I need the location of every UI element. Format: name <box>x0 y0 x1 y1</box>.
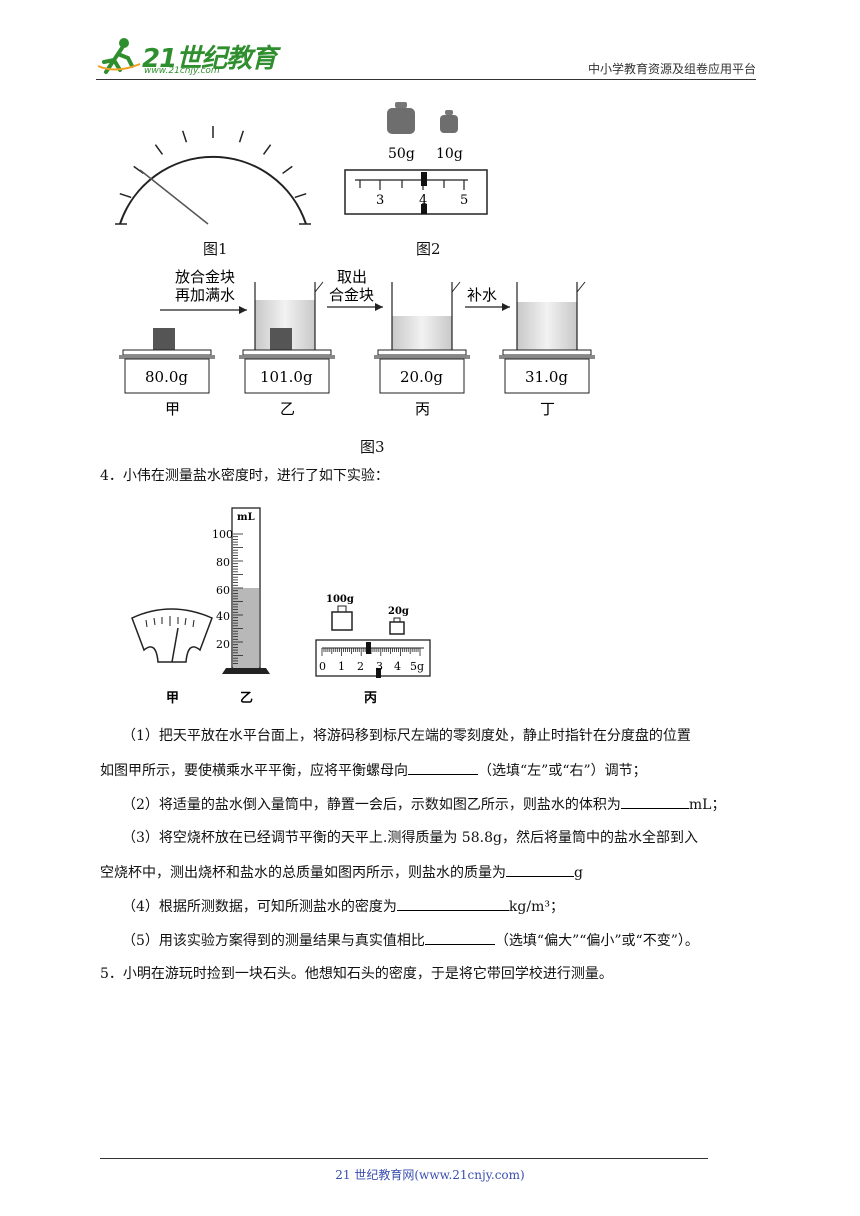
q4-part3-line1: （3）将空烧杯放在已经调节平衡的天平上.测得质量为 58.8g，然后将量筒中的盐… <box>122 830 698 846</box>
fig3-name-c: 丙 <box>415 400 430 418</box>
fig3-name-a: 甲 <box>165 400 180 418</box>
logo-text: 21世纪教育 <box>142 44 277 74</box>
header-divider <box>96 79 756 80</box>
fig4-weight-100: 100g <box>326 594 354 605</box>
fig2-scale-3: 3 <box>376 193 384 208</box>
fig3-caption: 图3 <box>360 438 385 456</box>
fig4-s0: 0 <box>319 660 326 673</box>
q4-part1-line1: （1）把天平放在水平台面上，将游码移到标尺左端的零刻度处，静止时指针在分度盘的位… <box>122 728 691 744</box>
q4-title: 4．小伟在测量盐水密度时，进行了如下实验： <box>100 468 389 484</box>
figure-4-apparatus: mL 100 80 60 40 20 100g 20g 0 1 2 3 4 5g… <box>131 507 431 706</box>
fig3-reading-a: 80.0g <box>145 368 188 386</box>
fig4-s3: 3 <box>376 660 383 673</box>
fig4-weight-20-icon <box>389 617 405 635</box>
fig3-reading-c: 20.0g <box>400 368 443 386</box>
fig3-reading-b: 101.0g <box>260 368 313 386</box>
fig4-name-c: 丙 <box>364 691 377 706</box>
q4-blank-3[interactable] <box>506 862 574 877</box>
fig3-step3: 补水 <box>467 286 497 304</box>
weight-50g-icon <box>387 102 415 134</box>
fig3-step1-line1: 放合金块 <box>175 268 235 286</box>
fig4-weight-20: 20g <box>388 606 409 617</box>
fig4-name-b: 乙 <box>240 691 253 706</box>
q4-blank-2[interactable] <box>620 794 689 809</box>
figure-1-dial <box>115 126 311 225</box>
weight-10g-icon <box>440 110 458 133</box>
fig4-s2: 2 <box>357 660 364 673</box>
fig4-s4: 4 <box>394 660 401 673</box>
fig3-step2-line2: 合金块 <box>329 286 374 304</box>
q4-blank-5[interactable] <box>424 930 495 945</box>
figure-3-steps: 放合金块 再加满水 取出 合金块 补水 80.0g 101.0g 20.0g 3… <box>119 268 595 418</box>
fig2-weight-50: 50g <box>388 146 415 162</box>
fig2-weight-10: 10g <box>436 146 463 162</box>
fig3-step1-line2: 再加满水 <box>175 286 235 304</box>
q4-blank-4[interactable] <box>396 896 509 911</box>
footer-divider <box>100 1158 708 1159</box>
fig2-scale-4: 4 <box>419 193 427 208</box>
figure-2-balance-scale: 50g 10g 3 4 5 <box>344 102 488 215</box>
fig4-cyl-unit: mL <box>237 512 255 523</box>
fig4-cyl-20: 20 <box>216 638 230 651</box>
fig4-cyl-60: 60 <box>216 584 230 597</box>
fig4-s1: 1 <box>338 660 345 673</box>
fig4-cyl-80: 80 <box>216 556 230 569</box>
fig4-name-a: 甲 <box>166 691 179 706</box>
footer-link[interactable]: 21 世纪教育网(www.21cnjy.com) <box>335 1168 525 1182</box>
q4-part1-line2: 如图甲所示，要使横乘水平平衡，应将平衡螺母向（选填“左”或“右”）调节； <box>100 760 647 781</box>
fig2-caption: 图2 <box>416 240 441 258</box>
q4-part5: （5）用该实验方案得到的测量结果与真实值相比（选填“偏大”“偏小”或“不变”）。 <box>122 930 699 951</box>
fig1-caption: 图1 <box>203 240 228 258</box>
platform-title: 中小学教育资源及组卷应用平台 <box>587 62 756 76</box>
fig4-cyl-100: 100 <box>212 528 233 541</box>
q5-title: 5．小明在游玩时捡到一块石头。他想知石头的密度，于是将它带回学校进行测量。 <box>100 966 613 982</box>
fig4-weight-100-icon <box>331 605 353 631</box>
fig4-cyl-40: 40 <box>216 610 230 623</box>
fig4-dial-icon <box>131 608 213 663</box>
fig4-s5: 5g <box>410 660 424 673</box>
fig2-scale-5: 5 <box>460 193 468 208</box>
fig3-name-b: 乙 <box>280 400 295 418</box>
fig3-step2-line1: 取出 <box>337 268 367 286</box>
fig3-reading-d: 31.0g <box>525 368 568 386</box>
logo-url: www.21cnjy.com <box>144 66 220 76</box>
q4-blank-1[interactable] <box>408 760 478 775</box>
fig3-name-d: 丁 <box>540 400 555 418</box>
logo-runner-icon <box>97 38 141 74</box>
